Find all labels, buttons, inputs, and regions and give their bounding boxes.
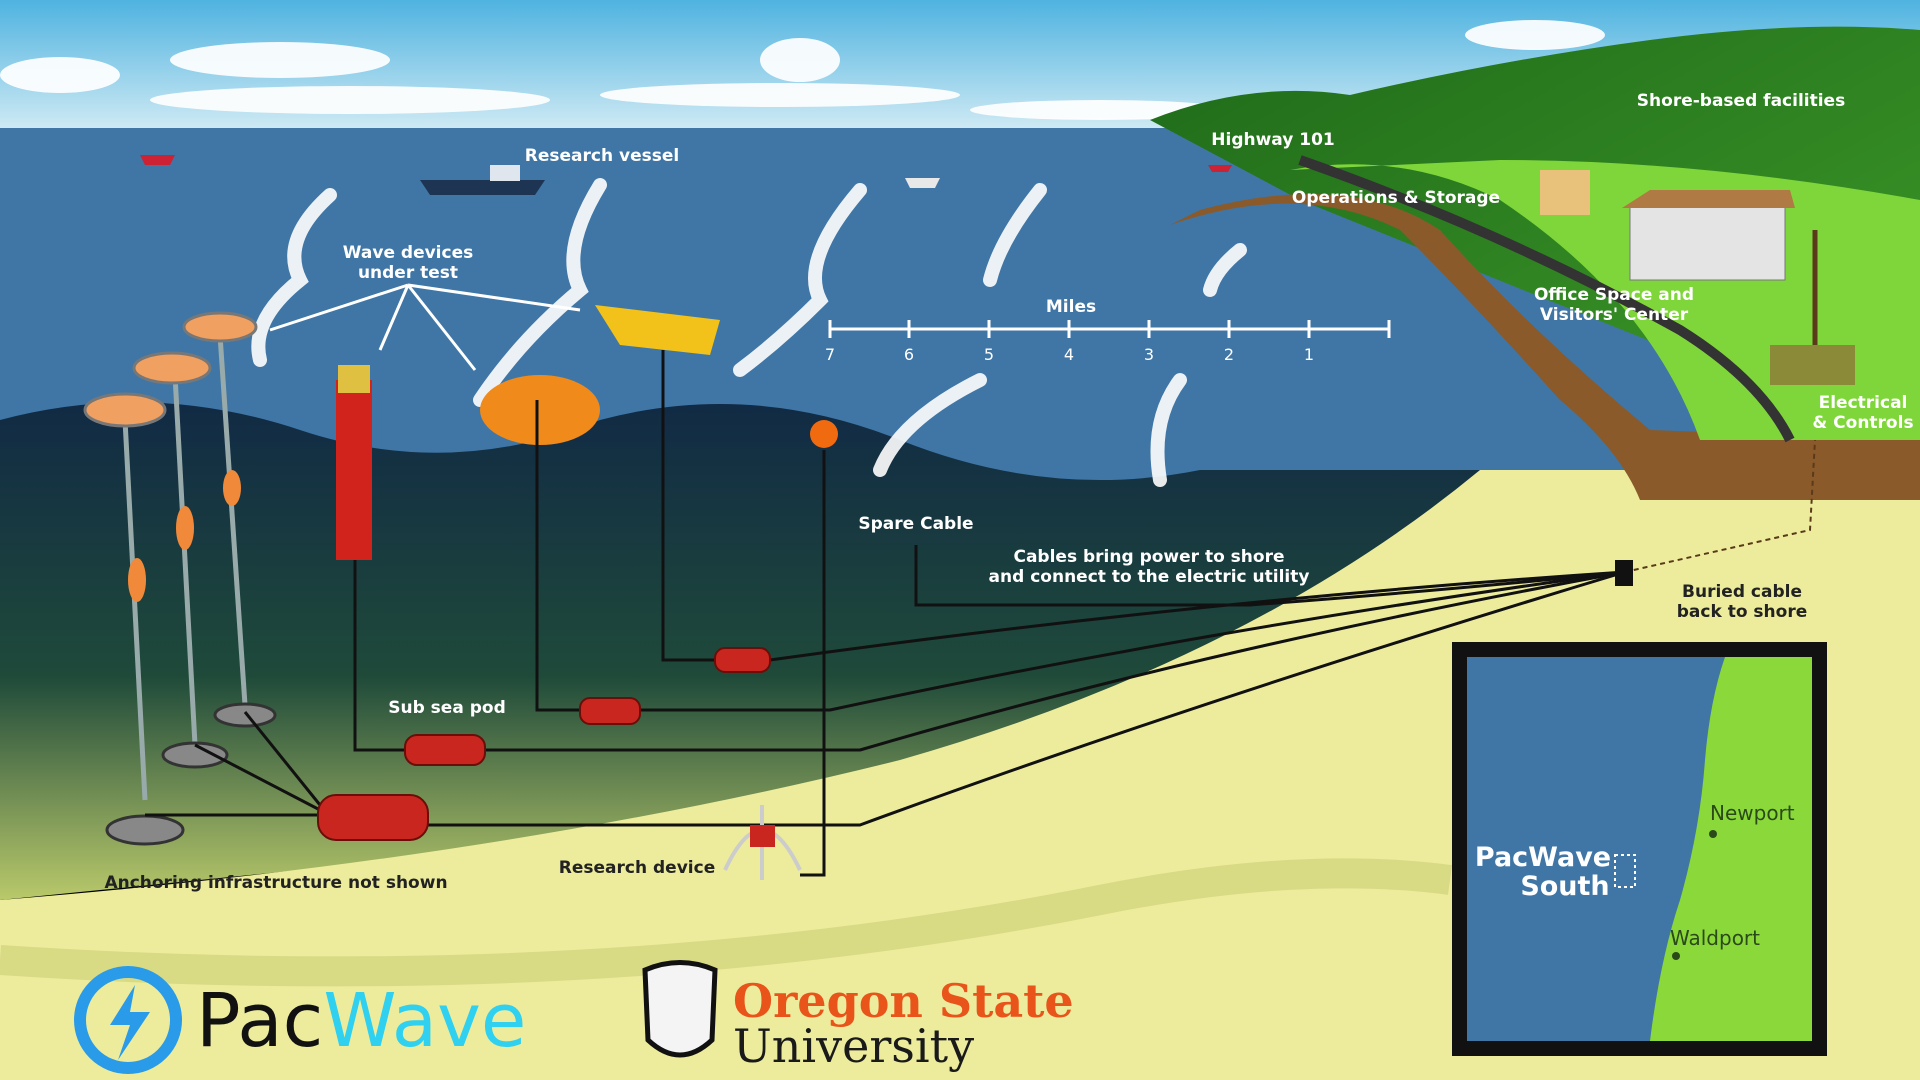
pacwave-text-pac: Pac (196, 978, 323, 1064)
point-absorber-buoys (83, 311, 258, 428)
label-office: Office Space and (1534, 285, 1694, 305)
label-electrical: Electrical (1819, 393, 1908, 413)
label-cables-2: and connect to the electric utility (989, 567, 1310, 587)
wave-crests (251, 178, 1247, 487)
inset-map (1452, 642, 1827, 1056)
fishing-boat (140, 155, 1232, 188)
spar-buoy-top (338, 365, 370, 393)
orange-wave-device (480, 375, 600, 445)
label-research-device: Research device (559, 858, 715, 878)
junction-box (1615, 560, 1633, 586)
label-wave-devices: Wave devices (343, 243, 473, 263)
yellow-wave-device (595, 305, 720, 355)
label-highway: Highway 101 (1211, 130, 1334, 150)
pacwave-text-wave: Wave (323, 978, 526, 1064)
label-buried-cable: Buried cable (1682, 582, 1802, 602)
floats (128, 470, 241, 602)
electrical-building (1770, 345, 1855, 385)
lightning-icon (110, 985, 150, 1060)
osu-seal-icon (642, 960, 718, 1058)
wave-device-pointers (269, 283, 581, 371)
map-town-newport: Newport (1710, 801, 1795, 825)
research-device (723, 805, 802, 880)
scale-tick: 7 (825, 345, 835, 364)
osu-text-line1: Oregon State (733, 974, 1074, 1028)
waldport-dot (1672, 952, 1680, 960)
miles-scale-bar (828, 320, 1391, 338)
label-electrical-2: & Controls (1812, 413, 1913, 433)
map-town-waldport: Waldport (1670, 926, 1760, 950)
label-anchoring: Anchoring infrastructure not shown (104, 873, 447, 893)
svg-text:PacWave: PacWave (196, 978, 526, 1064)
scale-tick: 1 (1304, 345, 1314, 364)
sea-floor-sand (0, 470, 1920, 1080)
power-cables (145, 350, 1626, 877)
label-cables: Cables bring power to shore (1013, 547, 1284, 567)
anchors (105, 702, 277, 846)
label-research-vessel: Research vessel (525, 146, 679, 166)
scale-tick: 2 (1224, 345, 1234, 364)
label-shore-facilities: Shore-based facilities (1637, 91, 1845, 111)
scale-tick: 3 (1144, 345, 1154, 364)
osu-text-line2: University (733, 1019, 974, 1073)
label-wave-devices-2: under test (358, 263, 458, 283)
osu-logo: Oregon State University (642, 960, 1074, 1073)
cliff (1170, 194, 1920, 500)
buried-cable-to-shore (1624, 439, 1816, 573)
label-office-2: Visitors' Center (1540, 305, 1689, 325)
spar-buoy (336, 380, 372, 560)
pacwave-site-marker (1614, 854, 1636, 888)
orange-marker-buoy (810, 420, 838, 448)
newport-dot (1709, 830, 1717, 838)
scale-tick: 6 (904, 345, 914, 364)
map-site-label-2: South (1520, 871, 1609, 902)
operations-building (1540, 170, 1590, 215)
research-vessel (420, 165, 545, 195)
highway-101 (1298, 155, 1795, 443)
office-building (1629, 204, 1786, 281)
scale-tick: 5 (984, 345, 994, 364)
subsea-pods (317, 647, 771, 841)
mooring-lines (122, 334, 248, 801)
label-operations: Operations & Storage (1292, 188, 1500, 208)
pacwave-logo: PacWave (74, 966, 526, 1074)
label-sub-sea-pod: Sub sea pod (388, 698, 506, 718)
scale-tick: 4 (1064, 345, 1074, 364)
map-site-label: PacWave (1475, 842, 1611, 873)
label-spare-cable: Spare Cable (858, 514, 973, 534)
label-buried-cable-2: back to shore (1677, 602, 1807, 622)
scale-title: Miles (1046, 297, 1096, 317)
sand-ridge (0, 858, 1452, 987)
